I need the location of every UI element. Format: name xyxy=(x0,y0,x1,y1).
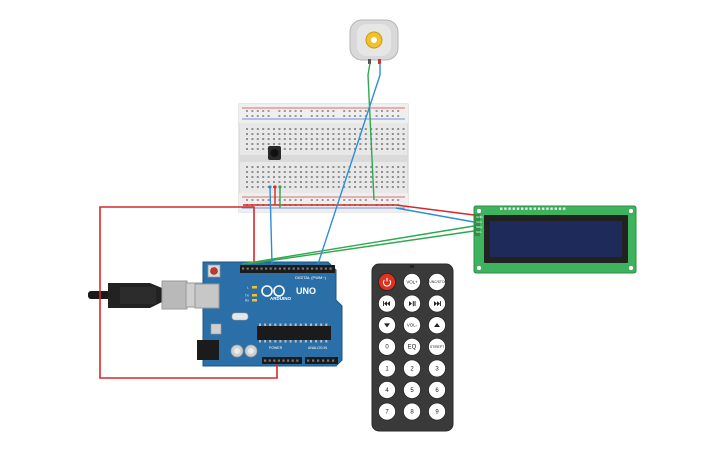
remote-button-label: VOL+ xyxy=(406,279,418,284)
arduino-uno[interactable]: DIGITAL (PWM~) ARDUINO UNO L TX RX POWER… xyxy=(194,261,343,367)
up-icon xyxy=(434,323,440,327)
remote-button-7[interactable]: 7 xyxy=(378,402,396,421)
play-pause-icon xyxy=(409,301,416,307)
down-icon xyxy=(384,323,390,328)
wire-blue-bb-to-lcd xyxy=(395,207,475,223)
remote-button-8[interactable]: 8 xyxy=(403,402,421,421)
lcd-i2c-pins: GND VCC SDA SCL xyxy=(474,214,484,236)
remote-button-3[interactable]: 3 xyxy=(428,359,446,378)
dc-motor[interactable] xyxy=(349,19,399,64)
remote-button-label: VOL- xyxy=(407,323,418,328)
remote-button-label: FUNC/STOP xyxy=(427,280,447,284)
remote-button-eq[interactable]: EQ xyxy=(403,337,421,356)
status-leds: L TX RX xyxy=(245,286,257,303)
lcd-pin-sda: SDA xyxy=(476,225,482,229)
next-icon xyxy=(434,301,441,307)
led-label-rx: RX xyxy=(245,299,249,303)
lcd-pin-scl: SCL xyxy=(476,230,482,234)
wire-green-lcd-scl xyxy=(246,230,475,265)
remote-button-5[interactable]: 5 xyxy=(403,381,421,399)
remote-button-play-pause[interactable] xyxy=(403,294,421,313)
analog-header xyxy=(305,357,338,364)
usb-port xyxy=(194,283,220,309)
analog-header-label: ANALOG IN xyxy=(308,346,328,350)
arduino-model-label: UNO xyxy=(296,286,316,296)
wire-blue-motor xyxy=(317,63,381,265)
power-icon xyxy=(382,277,392,287)
power-header-label: POWER xyxy=(269,346,283,350)
breadboard xyxy=(238,103,409,213)
remote-keypad: VOL+ FUNC/STOP VOL- 0 EQ ST/REPT 1 2 3 4 5 6 7 8 9 xyxy=(378,273,448,421)
remote-button-label: 8 xyxy=(410,409,414,415)
digital-header-label: DIGITAL (PWM~) xyxy=(295,275,327,280)
wires xyxy=(99,62,475,379)
wire-green-motor xyxy=(367,62,375,201)
lcd-pin-vcc: VCC xyxy=(476,220,483,224)
prev-icon xyxy=(383,301,390,307)
wire-blue-ir-signal xyxy=(269,186,273,265)
usb-cable[interactable] xyxy=(88,280,206,310)
remote-button-up[interactable] xyxy=(428,316,446,335)
remote-button-1[interactable]: 1 xyxy=(378,359,396,378)
atmega-chip xyxy=(257,326,331,340)
remote-button-9[interactable]: 9 xyxy=(428,402,446,421)
wire-red-bb-to-lcd xyxy=(243,204,475,216)
remote-button-label: 3 xyxy=(435,366,439,372)
remote-button-label: 4 xyxy=(385,388,389,394)
power-header xyxy=(262,357,302,364)
remote-button-0[interactable]: 0 xyxy=(378,337,396,356)
remote-button-next[interactable] xyxy=(428,294,446,313)
remote-button-4[interactable]: 4 xyxy=(378,381,396,399)
remote-button-label: 7 xyxy=(385,409,389,415)
crystal xyxy=(231,312,249,321)
remote-button-label: 5 xyxy=(410,388,414,394)
remote-button-st-rept[interactable]: ST/REPT xyxy=(428,337,446,356)
digital-header xyxy=(240,265,335,273)
ir-remote[interactable]: VOL+ FUNC/STOP VOL- 0 EQ ST/REPT 1 2 3 4 5 6 7 8 9 xyxy=(371,263,454,432)
remote-button-label: 1 xyxy=(385,366,389,372)
arduino-logo: ARDUINO xyxy=(261,285,291,301)
remote-button-vol-[interactable]: VOL- xyxy=(403,316,421,335)
lcd-header-pins xyxy=(500,207,566,210)
led-label-l: L xyxy=(247,286,249,290)
remote-button-label: 9 xyxy=(435,409,439,415)
remote-button-6[interactable]: 6 xyxy=(428,381,446,399)
wire-red-power-loop xyxy=(99,206,278,379)
lcd-screen xyxy=(490,221,622,257)
ir-receiver[interactable] xyxy=(268,146,281,160)
remote-button-down[interactable] xyxy=(378,316,396,335)
arduino-logo-text: ARDUINO xyxy=(270,296,291,301)
remote-button-label: 6 xyxy=(435,388,439,394)
lcd-pin-gnd: GND xyxy=(476,215,484,219)
remote-button-vol-[interactable]: VOL+ xyxy=(403,273,421,291)
voltage-regulator xyxy=(210,323,222,335)
remote-button-label: 2 xyxy=(410,366,414,372)
digital-header-pins xyxy=(242,267,332,270)
remote-button-func-stop[interactable]: FUNC/STOP xyxy=(427,273,448,291)
breadboard-holes xyxy=(246,110,405,206)
remote-button-power[interactable] xyxy=(378,273,396,291)
breadboard-center-channel xyxy=(239,155,408,162)
remote-button-label: EQ xyxy=(408,345,417,351)
power-jack xyxy=(197,340,219,360)
remote-button-label: ST/REPT xyxy=(430,345,444,349)
wire-green-lcd-sda xyxy=(241,225,475,265)
remote-button-label: 0 xyxy=(385,345,389,351)
remote-button-prev[interactable] xyxy=(378,294,396,313)
led-label-tx: TX xyxy=(245,294,249,298)
remote-button-2[interactable]: 2 xyxy=(403,359,421,378)
lcd-module[interactable]: GND VCC SDA SCL xyxy=(473,205,637,274)
